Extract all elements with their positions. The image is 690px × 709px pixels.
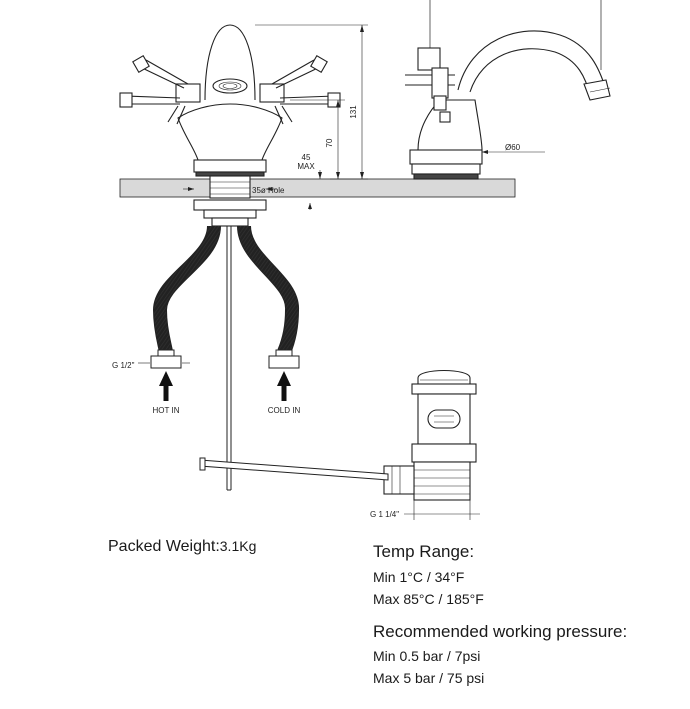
left-cross-handle — [119, 55, 201, 125]
lift-rod — [199, 457, 389, 481]
packed-weight-label: Packed Weight: — [108, 538, 220, 555]
diameter-arrowhead — [482, 150, 488, 154]
dimension-arrowheads — [188, 25, 364, 209]
technical-drawing: HOT IN COLD IN G 1/2" 131 70 45 MAX 35ø … — [112, 0, 611, 520]
popup-rod — [226, 226, 232, 491]
base-diameter-label: Ø60 — [505, 143, 521, 152]
height-total-label: 131 — [349, 105, 358, 119]
hot-inlet-arrow — [159, 371, 173, 401]
cold-braided-hose — [237, 225, 299, 355]
deck-surface — [119, 178, 516, 198]
cold-in-label: COLD IN — [268, 406, 301, 415]
pressure-heading: Recommended working pressure: — [373, 622, 628, 641]
packed-weight: Packed Weight:3.1Kg — [108, 538, 256, 556]
temp-min: Min 1°C / 34°F — [373, 569, 465, 585]
pressure-max: Max 5 bar / 75 psi — [373, 670, 485, 686]
side-view-mixer — [405, 0, 611, 180]
front-view-mixer — [119, 24, 341, 227]
cold-inlet-arrow — [277, 371, 291, 401]
hot-braided-hose — [152, 225, 221, 354]
hole-label: 35ø Hole — [252, 186, 285, 195]
max-deck-label-a: 45 — [302, 153, 311, 162]
hot-in-label: HOT IN — [153, 406, 180, 415]
packed-weight-value: 3.1Kg — [219, 538, 257, 554]
temp-range-heading: Temp Range: — [373, 542, 475, 561]
popup-waste — [383, 370, 477, 501]
waste-thread-dimension — [404, 500, 480, 520]
height-spout-label: 70 — [325, 138, 334, 147]
waste-thread-label: G 1 1/4" — [370, 510, 399, 519]
pressure-min: Min 0.5 bar / 7psi — [373, 648, 481, 664]
inlet-thread-label: G 1/2" — [112, 361, 135, 370]
max-deck-label-b: MAX — [297, 162, 315, 171]
hose-fittings — [150, 349, 300, 369]
temp-max: Max 85°C / 185°F — [373, 591, 484, 607]
